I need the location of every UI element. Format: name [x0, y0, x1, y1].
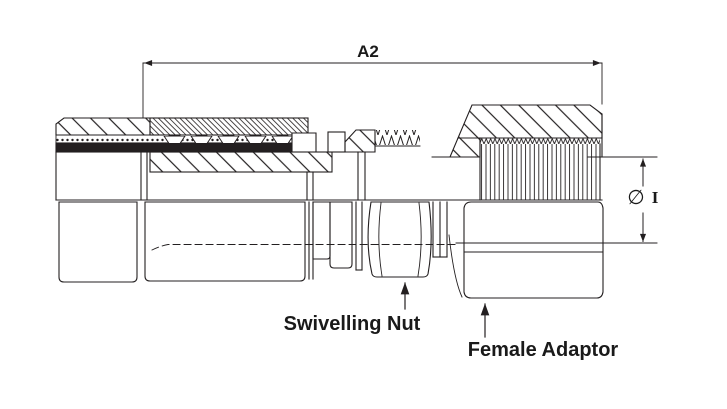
female-adaptor-section [431, 104, 603, 201]
hose-cover-hatch [55, 117, 151, 136]
female-adaptor-hex-view [463, 201, 604, 299]
a2-dimension [142, 59, 603, 118]
diameter-dimension [455, 156, 658, 244]
hose-braid-black-layer [55, 142, 293, 153]
ferrule-outside-view [144, 201, 306, 282]
lower-outside-view [58, 201, 604, 299]
swivelling-nut-label: Swivelling Nut [284, 313, 421, 335]
nipple-section [55, 151, 603, 201]
collar-step-2 [329, 201, 353, 269]
female-adaptor-label: Female Adaptor [468, 339, 619, 361]
ferrule-shell-hatch [149, 117, 309, 136]
adaptor-thread-crests [480, 138, 600, 144]
adaptor-shoulder-hatch [449, 137, 481, 158]
swivelling-nut-outside-view [367, 201, 432, 278]
ferrule-section [149, 117, 317, 153]
a2-dimension-label: A2 [357, 42, 379, 61]
nut-wall-hatch [344, 129, 376, 153]
nut-step [327, 131, 346, 153]
ferrule-end-step [291, 132, 317, 153]
diameter-letter: I [652, 188, 659, 207]
ferrule-serration-teeth [162, 135, 298, 143]
collar-step-1 [312, 201, 331, 260]
diameter-symbol: ∅ [627, 185, 644, 209]
hose-outside-view [58, 201, 138, 283]
swivelling-nut-section [327, 129, 421, 201]
nut-thread-zigzag [375, 130, 420, 145]
adaptor-internal-thread [480, 144, 600, 200]
nipple-hatch [149, 151, 333, 173]
adaptor-body-hatch [457, 104, 603, 139]
hidden-bore-centerline [151, 244, 457, 251]
